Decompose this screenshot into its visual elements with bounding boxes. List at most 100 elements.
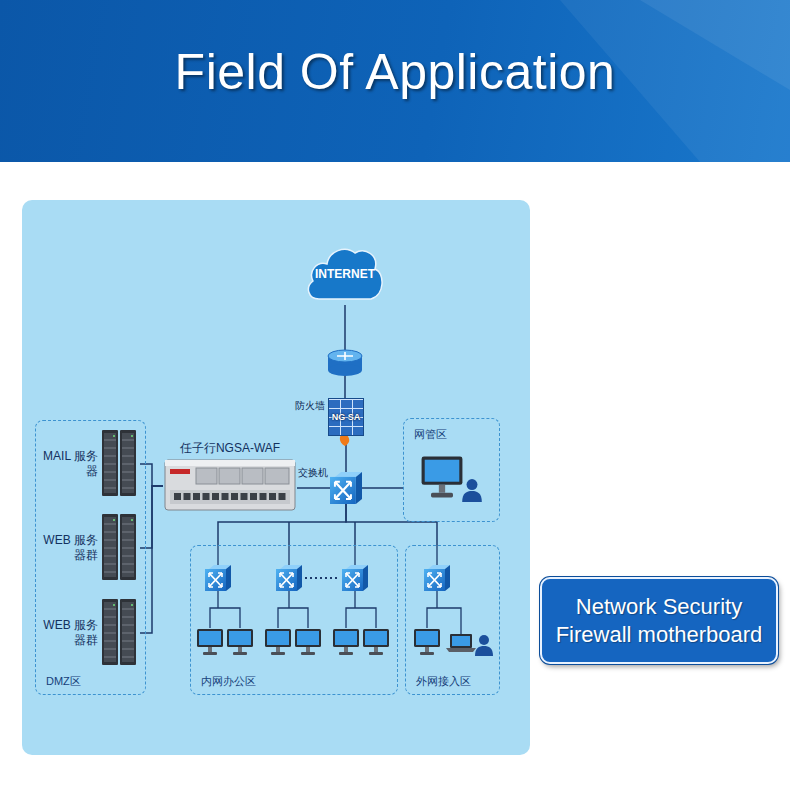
node-label: MAIL 服务器 <box>40 449 98 479</box>
network-port <box>241 493 248 500</box>
drawing-part <box>205 565 231 591</box>
drawing-part <box>427 591 461 634</box>
bus-drops <box>289 522 355 545</box>
drawing-part <box>265 629 291 655</box>
node-label: 防火墙 <box>295 399 325 413</box>
drawing-part <box>276 565 302 591</box>
drawing-part <box>120 430 136 496</box>
network-port <box>203 493 210 500</box>
node-label: 内网办公区 <box>201 674 256 689</box>
drawing-part <box>170 469 190 474</box>
page-title: Field Of Application <box>0 42 790 102</box>
connector-line <box>140 486 163 633</box>
drawing-part <box>165 460 295 466</box>
drawing-part <box>278 591 308 628</box>
drawing-part <box>342 565 368 591</box>
drawing-part <box>102 430 118 496</box>
product-label-box: Network Security Firewall motherboard <box>540 577 778 664</box>
title-banner: Field Of Application <box>0 0 790 162</box>
drawing-part <box>446 648 476 652</box>
drawing-part <box>210 591 240 628</box>
network-port <box>269 493 276 500</box>
firewall-icon: 防火墙NG SA <box>328 398 364 436</box>
drawing-part <box>328 350 362 362</box>
internet-cloud: INTERNET <box>305 243 385 305</box>
bus-drop <box>289 522 355 545</box>
drawing-part <box>363 629 389 655</box>
drawing-part <box>424 565 450 591</box>
drawing-part <box>120 599 136 665</box>
node-label: WEB 服务器群 <box>40 618 98 648</box>
drawing-part <box>174 493 286 500</box>
access-zone: 外网接入区 <box>405 545 500 695</box>
node-label: NG SA <box>332 412 361 422</box>
dmz-zone: DMZ区 MAIL 服务器 WEB 服务器群 WEB 服务器群 <box>35 420 146 695</box>
connector-line <box>297 487 330 489</box>
drawing-part <box>305 577 339 579</box>
node-label: Network Security Firewall motherboard <box>548 593 770 649</box>
drawing-part <box>333 629 359 655</box>
admin-station <box>422 457 482 502</box>
drawing-part <box>170 490 290 504</box>
switch-glyph <box>330 472 362 504</box>
drawing-part <box>346 591 376 628</box>
drawing-part <box>102 514 118 580</box>
network-port <box>184 493 191 500</box>
network-port <box>250 493 257 500</box>
server-group: WEB 服务器群 <box>40 597 140 669</box>
drawing-part <box>295 629 321 655</box>
drawing-part <box>414 629 440 655</box>
drawing-part <box>227 629 253 655</box>
waf-appliance-node: 任子行NGSA-WAF <box>163 440 297 515</box>
network-port <box>231 493 238 500</box>
drawing-part <box>219 468 240 484</box>
network-port <box>212 493 219 500</box>
connector-line <box>346 504 437 545</box>
drawing-part <box>422 457 463 498</box>
waf-appliance <box>165 460 295 510</box>
node-label: WEB 服务器群 <box>40 533 98 563</box>
office-zone: 内网办公区 <box>190 545 398 695</box>
lan-wires <box>210 545 461 634</box>
drawing-part <box>337 352 353 360</box>
node-label: 外网接入区 <box>416 674 471 689</box>
drawing-part <box>165 460 295 510</box>
drawing-part <box>242 468 263 484</box>
cloud-outline <box>308 249 382 299</box>
node-label: INTERNET <box>315 267 375 281</box>
banner-stripe <box>640 0 790 90</box>
management-zone: 网管区 <box>403 418 500 522</box>
drawing-part <box>328 364 362 376</box>
server-group: MAIL 服务器 <box>40 428 140 500</box>
core-switch: 交换机 <box>330 472 362 504</box>
network-port <box>279 493 286 500</box>
lan-switches <box>205 565 450 591</box>
network-port <box>260 493 267 500</box>
node-label: DMZ区 <box>46 674 81 689</box>
drawing-part <box>462 479 482 502</box>
drawing-part <box>102 599 118 665</box>
server-racks <box>102 430 136 665</box>
connector-line <box>362 487 403 489</box>
drawing-part <box>475 635 493 656</box>
drawing-part <box>196 468 217 484</box>
network-port <box>174 493 181 500</box>
drawing-part <box>197 629 223 655</box>
switch-symbol <box>330 472 362 504</box>
server-group: WEB 服务器群 <box>40 512 140 584</box>
drawing-part <box>120 514 136 580</box>
drawing-part <box>450 634 472 648</box>
drawing-part <box>265 468 289 484</box>
network-port <box>222 493 229 500</box>
router-icon <box>328 350 362 376</box>
connector-line <box>140 464 163 486</box>
network-port <box>193 493 200 500</box>
node-label: 网管区 <box>414 427 447 442</box>
office-pcs <box>197 629 440 655</box>
guest-laptop-user <box>446 634 493 656</box>
node-label: 交换机 <box>298 466 328 480</box>
drawing-part <box>452 636 470 646</box>
node-label: 任子行NGSA-WAF <box>163 440 297 456</box>
